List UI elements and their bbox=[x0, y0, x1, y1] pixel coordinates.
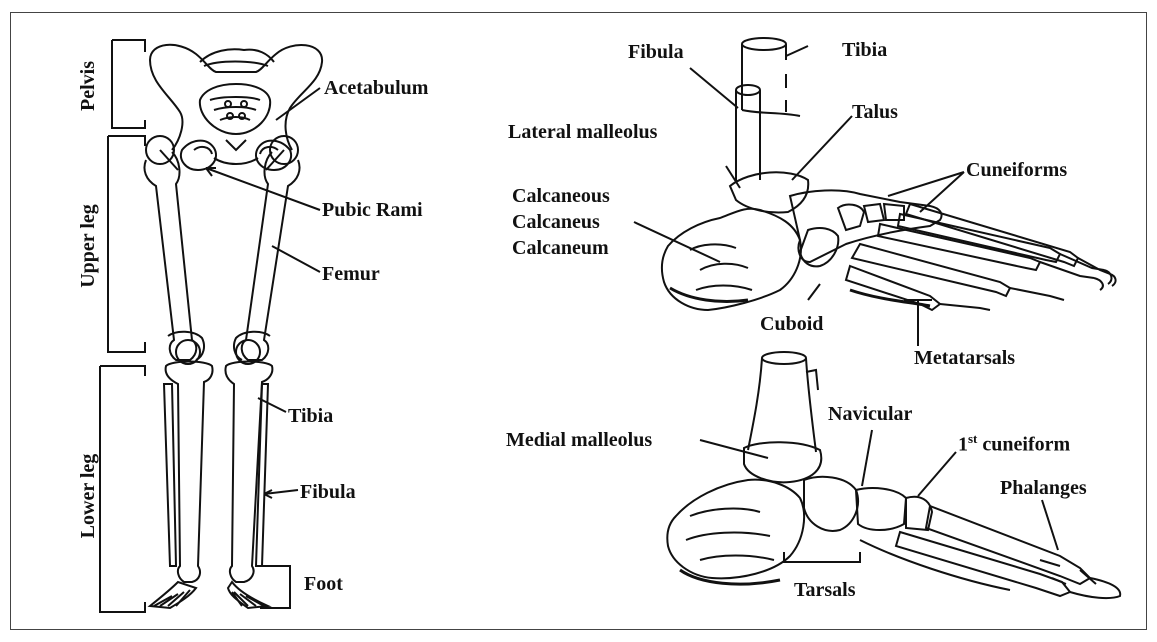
label-acetabulum: Acetabulum bbox=[324, 78, 428, 98]
first-cuneiform-ordinal: st bbox=[968, 431, 977, 446]
lower-leg-bones bbox=[164, 362, 272, 583]
label-tibia-foot: Tibia bbox=[842, 40, 887, 60]
lateral-leader-lines bbox=[634, 46, 964, 346]
label-metatarsals: Metatarsals bbox=[914, 348, 1015, 368]
section-label-upper-leg: Upper leg bbox=[78, 186, 98, 306]
label-cuneiforms: Cuneiforms bbox=[966, 160, 1067, 180]
section-brackets bbox=[100, 40, 290, 612]
first-cuneiform-word: cuneiform bbox=[977, 434, 1070, 456]
label-tarsals: Tarsals bbox=[794, 580, 856, 600]
label-medial-malleolus: Medial malleolus bbox=[506, 430, 652, 450]
label-calcaneus: Calcaneus bbox=[512, 212, 600, 232]
label-phalanges: Phalanges bbox=[1000, 478, 1087, 498]
section-label-foot: Foot bbox=[304, 574, 343, 594]
label-pubic-rami: Pubic Rami bbox=[322, 200, 423, 220]
label-tibia-leg: Tibia bbox=[288, 406, 333, 426]
label-lateral-malleolus: Lateral malleolus bbox=[508, 122, 657, 142]
label-talus: Talus bbox=[852, 102, 898, 122]
medial-foot-view bbox=[667, 352, 1120, 598]
label-femur: Femur bbox=[322, 264, 380, 284]
feet-front bbox=[150, 582, 268, 608]
label-first-cuneiform: 1st cuneiform bbox=[958, 432, 1070, 455]
label-calcaneous: Calcaneous bbox=[512, 186, 610, 206]
label-fibula-leg: Fibula bbox=[300, 482, 356, 502]
pelvis-bone bbox=[150, 45, 322, 170]
first-cuneiform-number: 1 bbox=[958, 434, 968, 456]
label-cuboid: Cuboid bbox=[760, 314, 823, 334]
section-label-lower-leg: Lower leg bbox=[78, 436, 98, 556]
label-navicular: Navicular bbox=[828, 404, 912, 424]
label-fibula-foot: Fibula bbox=[628, 42, 684, 62]
section-label-pelvis: Pelvis bbox=[78, 46, 98, 126]
label-calcaneum: Calcaneum bbox=[512, 238, 609, 258]
